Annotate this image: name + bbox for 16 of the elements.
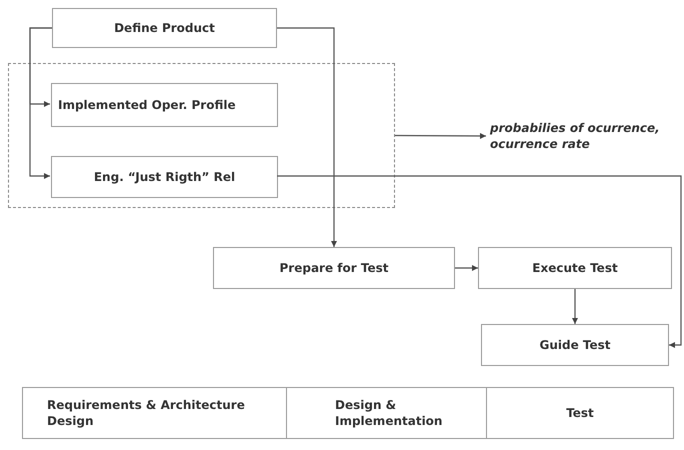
process-box: Eng. “Just Rigth” Rel [51,156,278,198]
dashed-group-box [8,63,395,208]
phase-cell: Requirements & Architecture Design [22,387,287,439]
process-box: Execute Test [478,247,672,289]
arrow [455,265,478,271]
arrow [395,132,486,139]
process-box: Guide Test [481,324,669,366]
arrow [29,27,52,179]
process-box: Implemented Oper. Profile [51,83,278,127]
phase-cell: Test [486,387,674,439]
arrow [277,27,337,247]
arrow [572,289,578,324]
process-box: Prepare for Test [213,247,455,289]
arrow [277,175,682,348]
process-box: Define Product [52,8,277,48]
phase-cell: Design & Implementation [286,387,487,439]
